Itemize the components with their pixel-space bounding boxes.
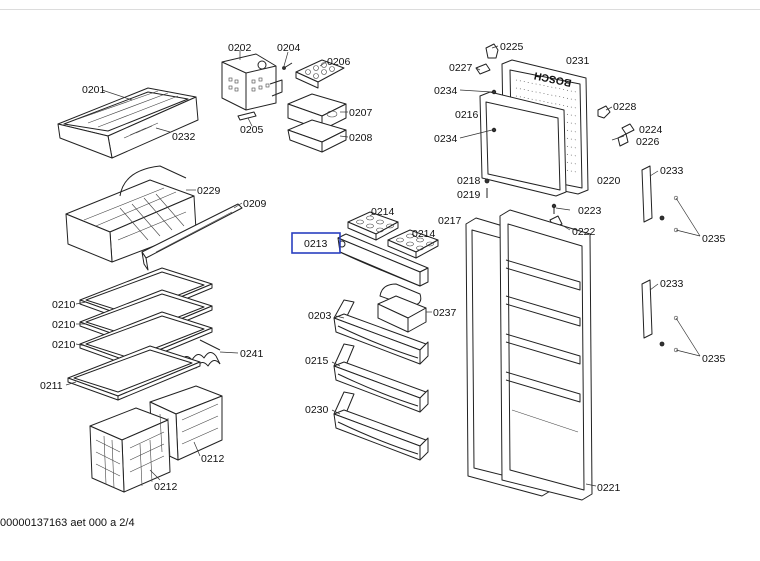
part-0213-egg-shelf bbox=[337, 233, 429, 287]
part-0201-shelf-tray bbox=[57, 87, 199, 159]
part-0234-screw-b bbox=[491, 127, 497, 133]
label-0218: 0218 bbox=[457, 175, 481, 187]
leader-lines bbox=[65, 45, 701, 487]
label-0210-a: 0210 bbox=[52, 299, 76, 311]
part-0214-egg-tray-a bbox=[347, 211, 399, 241]
label-0221: 0221 bbox=[597, 482, 621, 494]
label-0211: 0211 bbox=[40, 380, 63, 392]
part-0233-hinge-lower bbox=[641, 279, 679, 353]
part-0224-bracket bbox=[621, 123, 635, 135]
label-0212-a: 0212 bbox=[201, 453, 225, 465]
label-0237: 0237 bbox=[433, 307, 457, 319]
label-0228: 0228 bbox=[613, 101, 637, 113]
label-0207: 0207 bbox=[349, 107, 373, 119]
part-0218-pin bbox=[484, 178, 490, 184]
part-0209-front-strip bbox=[141, 203, 243, 271]
label-0235-a: 0235 bbox=[702, 233, 726, 245]
label-0204: 0204 bbox=[277, 42, 301, 54]
part-0216-freezer-gasket bbox=[479, 91, 567, 197]
label-0210-b: 0210 bbox=[52, 319, 76, 331]
label-0223: 0223 bbox=[578, 205, 602, 217]
part-0234-screw-a bbox=[491, 89, 497, 95]
part-0212-vegetable-bins bbox=[89, 385, 223, 493]
label-0212-b: 0212 bbox=[154, 481, 178, 493]
label-0201: 0201 bbox=[82, 84, 106, 96]
label-0225: 0225 bbox=[500, 41, 524, 53]
part-0203-door-shelf bbox=[333, 299, 429, 365]
label-0202: 0202 bbox=[228, 42, 252, 54]
part-0229-crisper-drawer bbox=[65, 165, 197, 263]
label-0205: 0205 bbox=[240, 124, 264, 136]
label-0226: 0226 bbox=[636, 136, 660, 148]
part-0233-hinge-upper bbox=[641, 165, 679, 233]
label-0203: 0203 bbox=[308, 310, 332, 322]
label-0213: 0213 bbox=[304, 238, 328, 250]
part-0204-screw bbox=[282, 62, 293, 70]
label-0214-b: 0214 bbox=[412, 228, 436, 240]
part-0205-strip bbox=[237, 111, 257, 121]
part-0221-fridge-door bbox=[499, 209, 593, 501]
top-divider bbox=[0, 9, 760, 10]
label-0233-b: 0233 bbox=[660, 278, 684, 290]
label-0233-a: 0233 bbox=[660, 165, 684, 177]
label-0224: 0224 bbox=[639, 124, 663, 136]
label-0219: 0219 bbox=[457, 189, 481, 201]
highlight-box-0213[interactable] bbox=[291, 232, 341, 254]
label-0216: 0216 bbox=[455, 109, 479, 121]
label-0227: 0227 bbox=[449, 62, 473, 74]
part-0202-fan-housing bbox=[221, 53, 283, 111]
document-reference: 00000137163 aet 000 a 2/4 bbox=[0, 517, 135, 529]
part-0211-bottom-glass bbox=[67, 345, 201, 401]
part-0227-clip bbox=[475, 63, 491, 75]
label-0232: 0232 bbox=[172, 131, 196, 143]
label-0206: 0206 bbox=[327, 56, 351, 68]
label-0241: 0241 bbox=[240, 348, 264, 360]
part-0215-door-shelf bbox=[333, 343, 429, 413]
label-0234-b: 0234 bbox=[434, 133, 458, 145]
part-0208-butter-lid bbox=[287, 119, 347, 153]
label-0235-b: 0235 bbox=[702, 353, 726, 365]
label-0215: 0215 bbox=[305, 355, 329, 367]
part-0237-small-box bbox=[377, 283, 427, 333]
part-0226-bracket bbox=[617, 133, 629, 147]
label-0231: 0231 bbox=[566, 55, 590, 67]
label-0220: 0220 bbox=[597, 175, 621, 187]
part-labels: 0201 0232 0202 0204 0206 0205 0207 0208 … bbox=[40, 41, 726, 494]
part-0230-door-shelf bbox=[333, 391, 429, 461]
part-0206-egg-tray bbox=[295, 59, 345, 89]
part-0223-screw bbox=[551, 203, 557, 214]
part-0214-egg-tray-b bbox=[387, 229, 439, 259]
label-0210-c: 0210 bbox=[52, 339, 76, 351]
label-0214-a: 0214 bbox=[371, 206, 395, 218]
label-0222: 0222 bbox=[572, 226, 596, 238]
label-0209: 0209 bbox=[243, 198, 267, 210]
label-0208: 0208 bbox=[349, 132, 373, 144]
part-0225-hinge-cap bbox=[485, 43, 499, 59]
label-0230: 0230 bbox=[305, 404, 329, 416]
label-0217: 0217 bbox=[438, 215, 462, 227]
part-0228-hinge bbox=[597, 105, 611, 119]
label-0229: 0229 bbox=[197, 185, 221, 197]
label-0234-a: 0234 bbox=[434, 85, 458, 97]
